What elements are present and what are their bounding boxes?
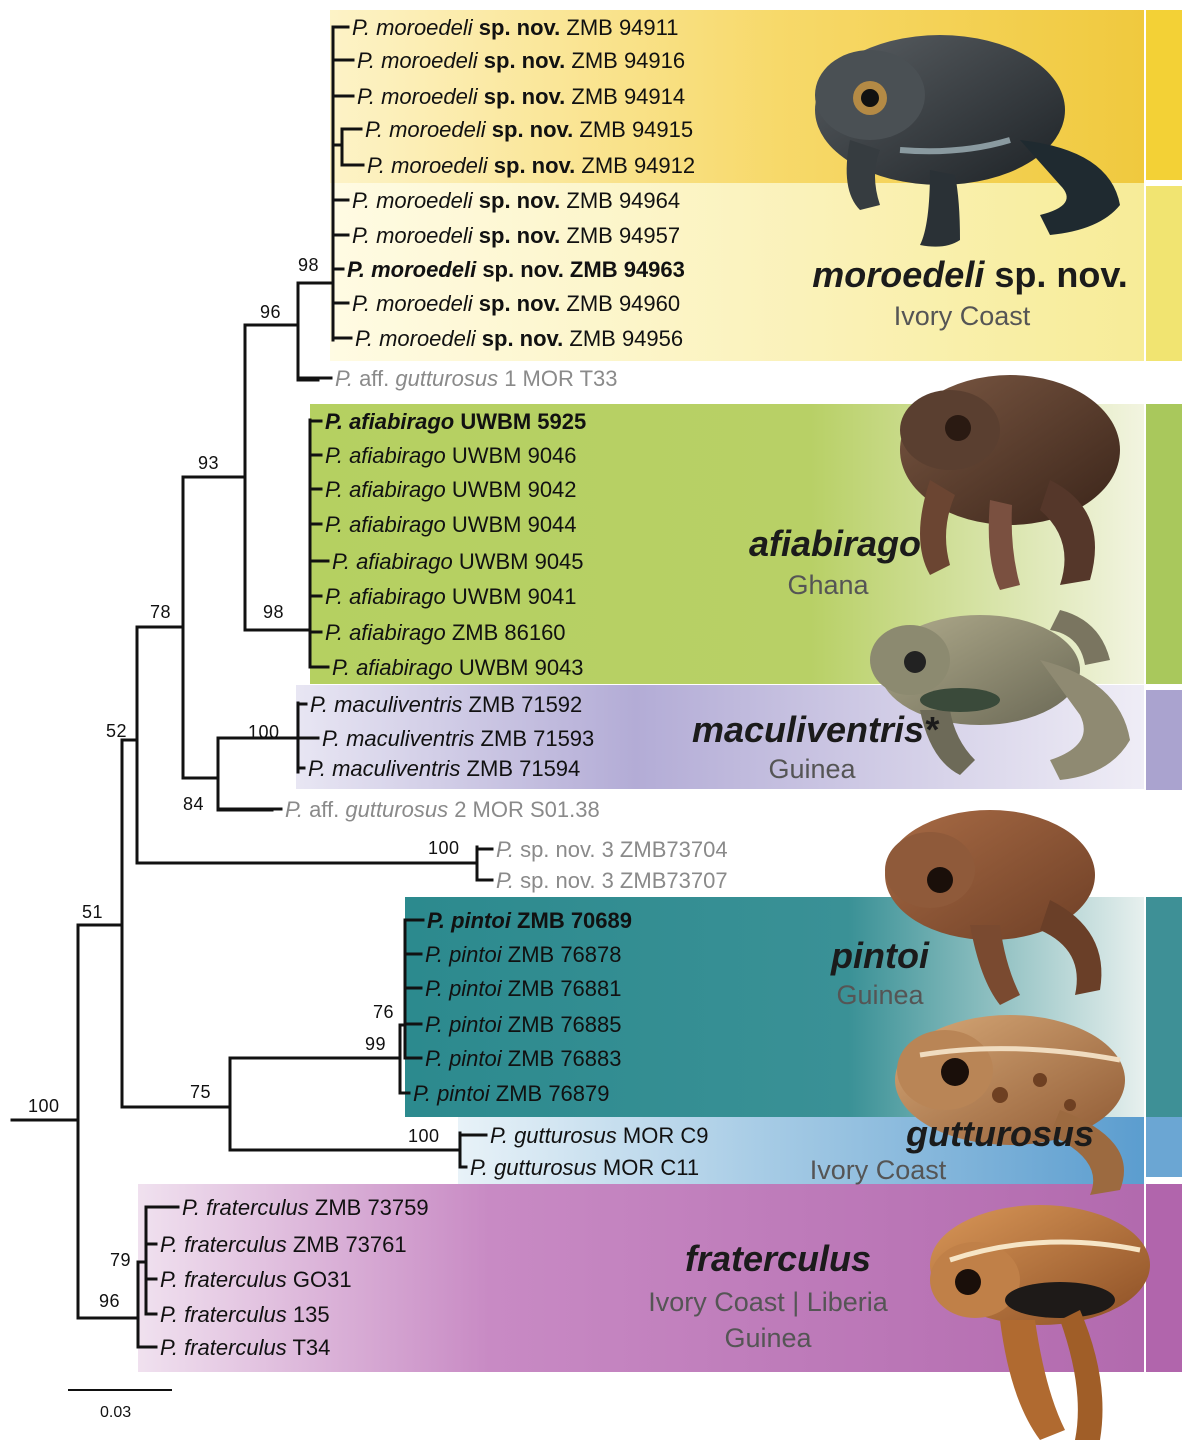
tip-label: P. moroedeli sp. nov. ZMB 94911 xyxy=(352,15,679,40)
tip-label: P. moroedeli sp. nov. ZMB 94957 xyxy=(352,223,680,248)
tip-label: P. aff. gutturosus 2 MOR S01.38 xyxy=(285,797,600,822)
clade-region-moroedeli: Ivory Coast xyxy=(894,301,1031,331)
scale-bar: 0.03 xyxy=(68,1390,172,1421)
clade-name-pintoi: pintoi xyxy=(830,935,930,976)
tip-label: P. sp. nov. 3 ZMB73707 xyxy=(496,868,728,893)
tip-label: P. maculiventris ZMB 71593 xyxy=(322,726,594,751)
support-value: 98 xyxy=(263,602,284,622)
tip-label: P. afiabirago UWBM 9043 xyxy=(332,655,584,680)
bar-gutturosus xyxy=(1146,1117,1182,1177)
tip-label: P. moroedeli sp. nov. ZMB 94914 xyxy=(357,84,685,109)
bar-afiabirago xyxy=(1146,404,1182,684)
tip-label: P. fraterculus ZMB 73761 xyxy=(160,1232,407,1257)
clade-name-gutturosus: gutturosus xyxy=(905,1113,1094,1154)
clade-name-afiabirago: afiabirago xyxy=(749,523,921,564)
tip-label: P. aff. gutturosus 1 MOR T33 xyxy=(335,366,618,391)
tip-label: P. afiabirago ZMB 86160 xyxy=(325,620,566,645)
tip-label: P. pintoi ZMB 76878 xyxy=(425,942,622,967)
tip-label: P. sp. nov. 3 ZMB73704 xyxy=(496,837,728,862)
support-value: 78 xyxy=(150,602,171,622)
tip-label: P. fraterculus GO31 xyxy=(160,1267,352,1292)
tip-label: P. moroedeli sp. nov. ZMB 94963 xyxy=(347,257,685,282)
tip-label: P. afiabirago UWBM 9045 xyxy=(332,549,584,574)
tip-label: P. moroedeli sp. nov. ZMB 94956 xyxy=(355,326,683,351)
tip-label: P. fraterculus ZMB 73759 xyxy=(182,1195,429,1220)
tip-label: P. pintoi ZMB 76879 xyxy=(413,1081,610,1106)
scale-bar-label: 0.03 xyxy=(100,1404,131,1421)
frog-photo-afiabirago xyxy=(900,375,1120,590)
support-value: 96 xyxy=(99,1291,120,1311)
tip-label: P. moroedeli sp. nov. ZMB 94964 xyxy=(352,188,680,213)
tip-label: P. afiabirago UWBM 9042 xyxy=(325,477,577,502)
clade-name-fraterculus: fraterculus xyxy=(685,1238,871,1279)
support-value: 93 xyxy=(198,453,219,473)
clade-color-bars xyxy=(1146,10,1182,1372)
support-value: 100 xyxy=(428,838,460,858)
tip-label: P. pintoi ZMB 76883 xyxy=(425,1046,622,1071)
support-value: 51 xyxy=(82,902,103,922)
tip-label: P. moroedeli sp. nov. ZMB 94916 xyxy=(357,48,685,73)
clade-name-maculiventris: maculiventris* xyxy=(692,709,940,750)
tip-label: P. gutturosus MOR C11 xyxy=(470,1155,699,1180)
clade-name-moroedeli: moroedeli sp. nov. xyxy=(812,254,1127,295)
clade-region-pintoi: Guinea xyxy=(836,980,924,1010)
support-value: 100 xyxy=(28,1096,60,1116)
support-value: 84 xyxy=(183,794,204,814)
bar-moroedeli-2 xyxy=(1146,186,1182,361)
support-value: 100 xyxy=(248,722,280,742)
tip-label: P. moroedeli sp. nov. ZMB 94915 xyxy=(365,117,693,142)
clade-region-gutturosus: Ivory Coast xyxy=(810,1155,947,1185)
tip-label: P. moroedeli sp. nov. ZMB 94912 xyxy=(367,153,695,178)
tip-label: P. maculiventris ZMB 71592 xyxy=(310,692,582,717)
support-value: 52 xyxy=(106,721,127,741)
bar-fraterculus xyxy=(1146,1184,1182,1372)
tip-label: P. maculiventris ZMB 71594 xyxy=(308,756,580,781)
clade-region-maculiventris: Guinea xyxy=(768,754,856,784)
support-value: 100 xyxy=(408,1126,440,1146)
clade-region-fraterculus: Ivory Coast | Liberia xyxy=(648,1287,889,1317)
support-value: 79 xyxy=(110,1250,131,1270)
clade-region-fraterculus: Guinea xyxy=(724,1323,812,1353)
tip-label: P. fraterculus 135 xyxy=(160,1302,330,1327)
tip-label: P. pintoi ZMB 76885 xyxy=(425,1012,622,1037)
tip-label: P. moroedeli sp. nov. ZMB 94960 xyxy=(352,291,680,316)
tip-label: P. gutturosus MOR C9 xyxy=(490,1123,708,1148)
bar-moroedeli-1 xyxy=(1146,10,1182,180)
tip-label: P. pintoi ZMB 70689 xyxy=(427,908,632,933)
tip-label: P. pintoi ZMB 76881 xyxy=(425,976,622,1001)
tip-label: P. afiabirago UWBM 9046 xyxy=(325,443,577,468)
bar-pintoi xyxy=(1146,897,1182,1117)
bar-maculiventris xyxy=(1146,690,1182,790)
tip-label: P. afiabirago UWBM 9041 xyxy=(325,584,577,609)
tip-label: P. fraterculus T34 xyxy=(160,1335,330,1360)
support-value: 96 xyxy=(260,302,281,322)
support-value: 75 xyxy=(190,1082,211,1102)
clade-region-afiabirago: Ghana xyxy=(787,570,869,600)
tip-label: P. afiabirago UWBM 5925 xyxy=(325,409,586,434)
support-value: 76 xyxy=(373,1002,394,1022)
tip-label: P. afiabirago UWBM 9044 xyxy=(325,512,577,537)
support-value: 98 xyxy=(298,255,319,275)
support-value: 99 xyxy=(365,1034,386,1054)
